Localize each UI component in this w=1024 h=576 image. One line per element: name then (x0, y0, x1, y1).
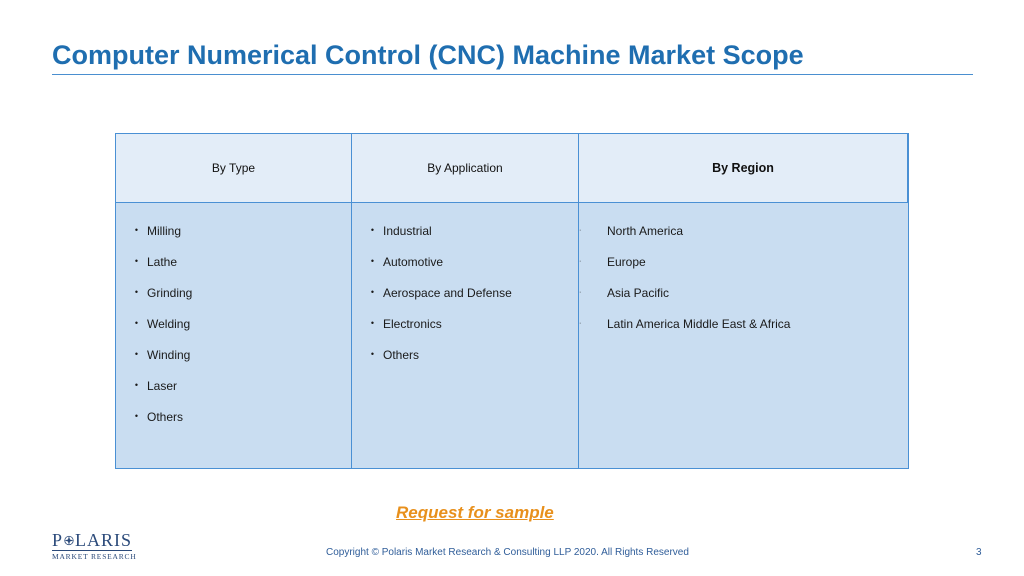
market-scope-table: By Type By Application By Region •Millin… (115, 133, 909, 469)
bullet-icon: • (134, 256, 138, 266)
list-item: •Others (352, 339, 578, 370)
title-divider (52, 74, 973, 75)
bullet-icon: • (134, 225, 138, 235)
list-item: ·North America (579, 223, 684, 238)
list-item: •Milling (116, 215, 351, 246)
header-by-region: By Region (579, 134, 908, 203)
list-item: •Grinding (116, 277, 351, 308)
bullet-icon: • (134, 380, 138, 390)
bullet-icon: • (370, 318, 374, 328)
list-item: ·Asia Pacific (579, 285, 670, 300)
list-item: •Aerospace and Defense (352, 277, 578, 308)
list-item: ·Europe (579, 254, 646, 269)
list-item: •Laser (116, 370, 351, 401)
list-item: •Welding (116, 308, 351, 339)
bullet-icon: · (579, 258, 582, 265)
bullet-icon: • (370, 287, 374, 297)
bullet-icon: • (134, 287, 138, 297)
slide-title: Computer Numerical Control (CNC) Machine… (52, 40, 804, 70)
header-by-application: By Application (352, 134, 579, 203)
list-item: •Automotive (352, 246, 578, 277)
page-number: 3 (976, 547, 982, 558)
request-sample-link[interactable]: Request for sample (396, 503, 554, 522)
type-list: •Milling •Lathe •Grinding •Welding •Wind… (116, 203, 352, 468)
list-item: •Lathe (116, 246, 351, 277)
compass-star-icon (64, 535, 74, 545)
list-item: •Electronics (352, 308, 578, 339)
bullet-icon: · (579, 320, 582, 327)
header-by-type: By Type (116, 134, 352, 203)
bullet-icon: • (370, 225, 374, 235)
bullet-icon: · (579, 289, 582, 296)
bullet-icon: • (134, 318, 138, 328)
bullet-icon: • (370, 349, 374, 359)
bullet-icon: • (134, 349, 138, 359)
bullet-icon: • (134, 411, 138, 421)
list-item: •Winding (116, 339, 351, 370)
list-item: •Others (116, 401, 351, 432)
copyright-text: Copyright © Polaris Market Research & Co… (326, 547, 689, 558)
list-item: •Industrial (352, 215, 578, 246)
application-list: •Industrial •Automotive •Aerospace and D… (352, 203, 579, 468)
polaris-logo: P LARIS MARKET RESEARCH (52, 530, 137, 561)
list-item: ·Latin America Middle East & Africa (579, 316, 791, 331)
bullet-icon: · (579, 227, 582, 234)
logo-subtitle: MARKET RESEARCH (52, 550, 137, 561)
bullet-icon: • (370, 256, 374, 266)
region-list: ·North America ·Europe ·Asia Pacific ·La… (579, 203, 908, 468)
